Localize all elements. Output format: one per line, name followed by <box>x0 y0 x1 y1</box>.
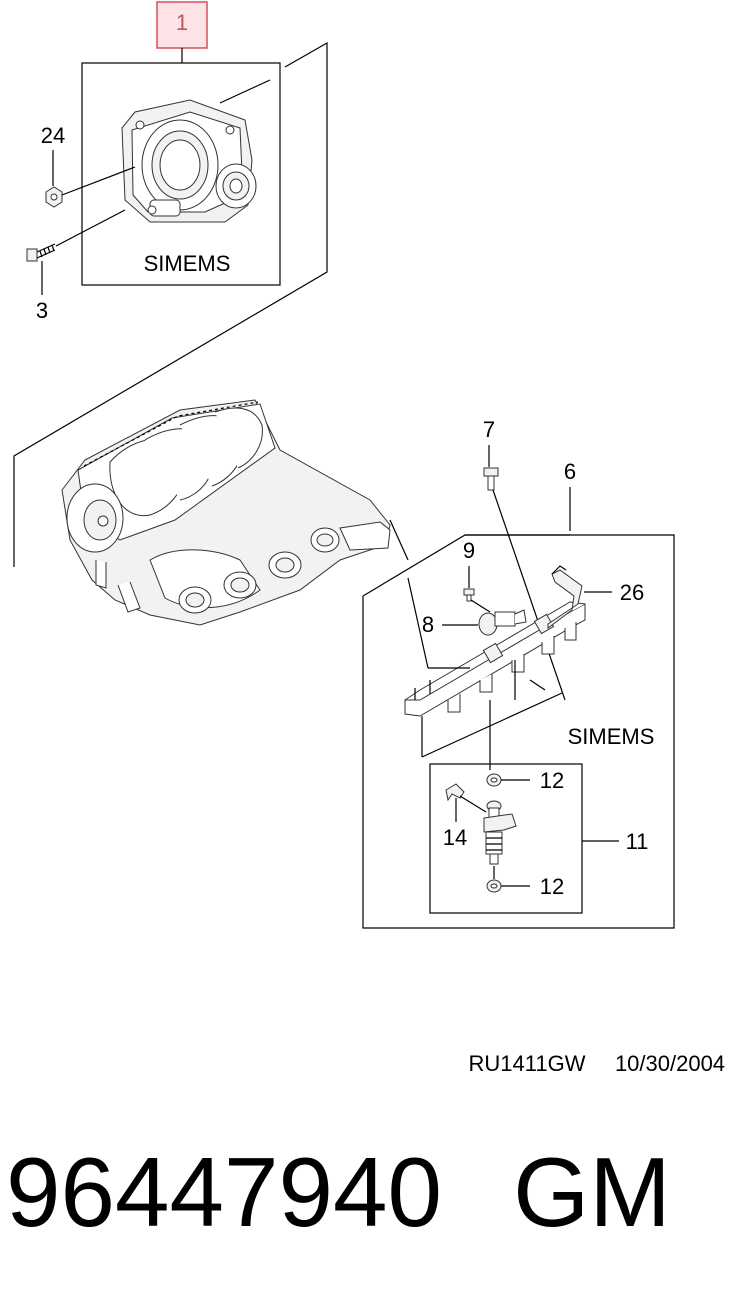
nut-icon <box>45 186 63 208</box>
screw-icon <box>463 588 475 602</box>
callout-7-label[interactable]: 7 <box>483 417 495 442</box>
throttle-body-box <box>81 62 281 286</box>
clip-guide-line <box>459 795 487 813</box>
highlight-box <box>156 1 208 49</box>
manifold-guide-line <box>389 519 409 561</box>
callout-12b-label[interactable]: 12 <box>540 874 564 899</box>
o-ring-icon <box>486 773 502 787</box>
callout-11-label[interactable]: 11 <box>626 829 649 854</box>
rail-guide-line-d <box>421 692 563 758</box>
callout-14-label[interactable]: 14 <box>443 825 467 850</box>
screw-9-guide-line <box>470 599 491 613</box>
callout-3-label[interactable]: 3 <box>36 298 48 323</box>
injector-box <box>429 763 583 914</box>
throttle-axis-line <box>219 79 271 104</box>
injector-icon <box>483 800 517 865</box>
o-ring-icon <box>486 879 502 893</box>
rail-guide-line-a <box>407 577 429 669</box>
fuel-rail-box <box>362 534 675 929</box>
clip-icon <box>445 783 465 802</box>
callout-26-label[interactable]: 26 <box>620 580 644 605</box>
callout-9-label[interactable]: 9 <box>463 538 475 563</box>
throttle-body-drawing <box>121 99 257 223</box>
callout-1[interactable]: 1 <box>156 1 208 49</box>
bolt-icon <box>26 243 56 262</box>
fuel-rail-brand-label: SIMEMS <box>568 724 655 749</box>
callout-12a-label[interactable]: 12 <box>540 768 564 793</box>
regulator-icon <box>478 609 527 636</box>
part-number: 96447940 <box>6 1137 442 1247</box>
throttle-perspective-frame <box>13 41 328 567</box>
bolt-icon <box>483 467 499 491</box>
nut-leader-line <box>61 166 136 196</box>
bolt-7-guide-line <box>492 489 566 701</box>
callout-24-label[interactable]: 24 <box>41 123 65 148</box>
intake-manifold-drawing <box>61 399 391 626</box>
manufacturer: GM <box>513 1137 671 1247</box>
drawing-date: 10/30/2004 <box>615 1051 725 1076</box>
callout-8-label[interactable]: 8 <box>422 612 434 637</box>
bolt-leader-line <box>55 209 126 247</box>
throttle-brand-label: SIMEMS <box>144 251 231 276</box>
drawing-code: RU1411GW <box>469 1051 586 1076</box>
callout-6-label[interactable]: 6 <box>564 459 576 484</box>
callout-1-label: 1 <box>176 10 188 35</box>
fuel-rail-drawing <box>404 565 586 717</box>
